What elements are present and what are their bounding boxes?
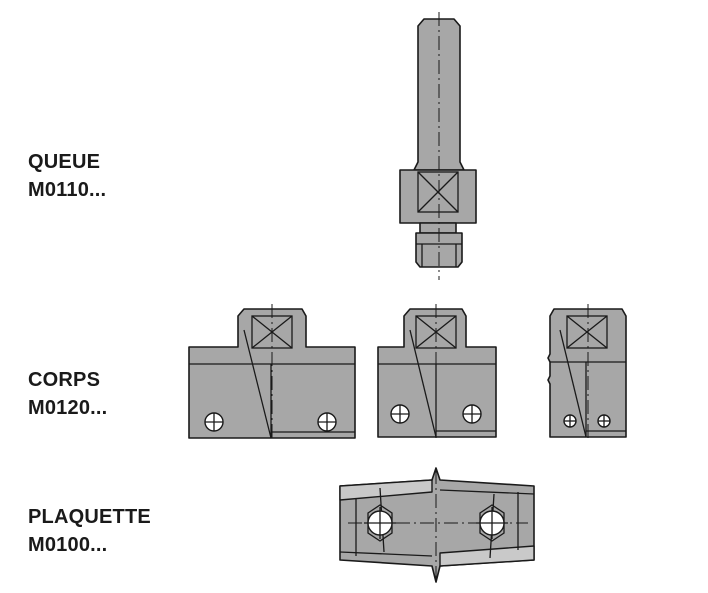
- corps-body-large: [188, 304, 356, 442]
- plaquette-ref: M0100...: [28, 534, 108, 556]
- plaquette-plate-drawing: [339, 467, 535, 583]
- queue-label: QUEUE M0110...: [28, 148, 106, 204]
- corps-body-medium: [377, 304, 497, 442]
- corps-ref: M0120...: [28, 397, 108, 419]
- queue-square-mark: [417, 171, 459, 213]
- corps-body-narrow: [547, 304, 627, 442]
- queue-neck: [419, 222, 457, 234]
- queue-threaded-tip: [415, 232, 463, 268]
- queue-name: QUEUE: [28, 151, 101, 173]
- plaquette-name: PLAQUETTE: [28, 506, 151, 528]
- queue-square-block: [399, 169, 477, 224]
- corps-label: CORPS M0120...: [28, 366, 107, 422]
- queue-ref: M0110...: [28, 179, 107, 201]
- plaquette-label: PLAQUETTE M0100...: [28, 503, 151, 559]
- corps-name: CORPS: [28, 369, 101, 391]
- queue-shank-drawing: [399, 12, 477, 280]
